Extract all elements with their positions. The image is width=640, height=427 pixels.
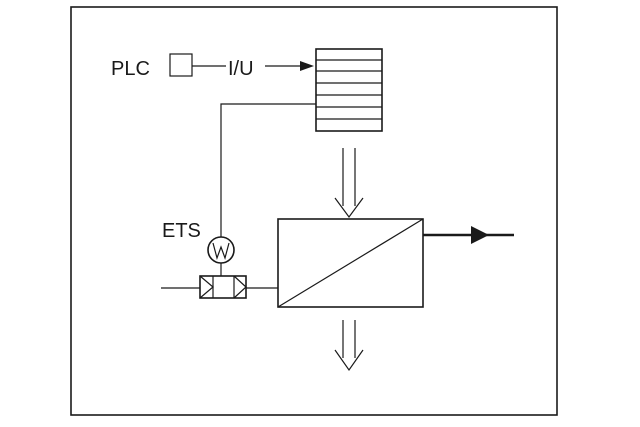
diagram-frame [70, 6, 558, 416]
feedback-line [220, 103, 316, 237]
sensor-symbol [207, 236, 235, 264]
heat-exchanger [277, 218, 424, 308]
inflow-arrow [334, 148, 364, 219]
plc-label: PLC [111, 58, 150, 80]
converter-label: I/U [228, 58, 254, 80]
plc-box [169, 53, 193, 77]
controller-module [315, 48, 383, 132]
sensor-label: ETS [162, 220, 201, 242]
valve-symbol [199, 275, 247, 299]
outlet-arrow [423, 226, 514, 244]
signal-arrowhead [300, 61, 314, 71]
outflow-arrow [334, 320, 364, 372]
